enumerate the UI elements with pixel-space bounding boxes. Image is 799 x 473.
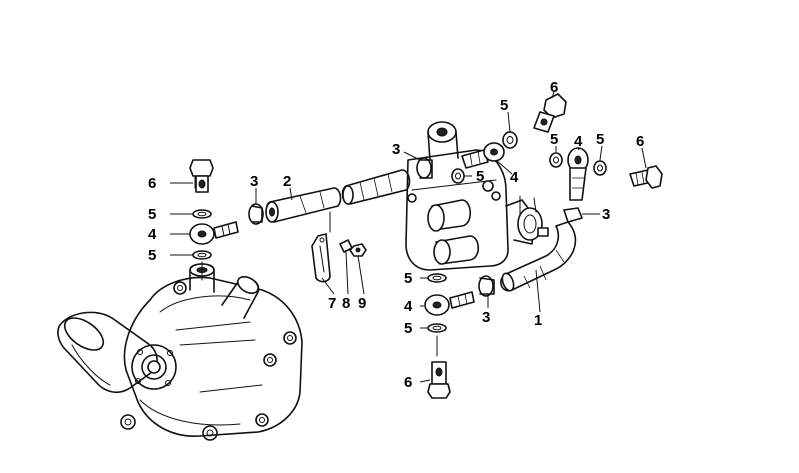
sealing-washer-lower-2	[427, 323, 447, 333]
thermostat-housing	[405, 121, 549, 271]
sealing-washer-top	[502, 131, 518, 149]
hex-nut	[349, 243, 367, 257]
hose-clamp-right	[563, 207, 583, 223]
sealing-washer-right-1	[549, 152, 563, 168]
callout-3-housing-clamp: 3	[392, 141, 400, 158]
callout-6-top-bolt: 6	[550, 79, 558, 96]
callout-5-center-washer: 5	[476, 168, 484, 185]
sealing-washer-center	[451, 168, 465, 184]
sealing-washer-upper-left	[192, 209, 212, 219]
banjo-bolt-right	[629, 165, 663, 189]
callout-1-hose: 1	[534, 312, 542, 329]
sealing-washer-lower-1	[427, 273, 447, 283]
callout-3-right-clamp: 3	[602, 206, 610, 223]
leader-lines	[170, 91, 647, 383]
coolant-hose-upper	[265, 169, 411, 223]
callout-4-center-banjo: 4	[510, 169, 519, 186]
callout-5-right-washer-2: 5	[596, 131, 604, 148]
callout-4-right-banjo: 4	[574, 133, 583, 150]
hose-clamp-lower	[478, 275, 495, 297]
banjo-bolt-top	[533, 93, 567, 133]
callout-labels: 6 5 4 5 3 2 7 8 9 3 5 4 5 6 5 4 5 6 3 1 …	[148, 79, 644, 391]
callout-3-lower-clamp: 3	[482, 309, 490, 326]
banjo-fitting-lower	[424, 291, 475, 316]
banjo-fitting-center	[461, 142, 505, 169]
hose-clamp-left	[248, 203, 264, 225]
callout-5-top-washer: 5	[500, 97, 508, 114]
banjo-fitting-left	[189, 221, 239, 245]
callout-6-right-bolt: 6	[636, 133, 644, 150]
callout-3-left-clamp: 3	[250, 173, 258, 190]
coolant-hose-lower	[500, 221, 577, 292]
callout-9-nut: 9	[358, 295, 366, 312]
callout-8-clip: 8	[342, 295, 350, 312]
callout-5-left-washer-upper: 5	[148, 206, 156, 223]
callout-7-bracket: 7	[328, 295, 336, 312]
callout-6-lower-bolt: 6	[404, 374, 412, 391]
hose-bracket	[311, 233, 331, 283]
callout-5-right-washer-1: 5	[550, 131, 558, 148]
callout-5-left-washer-lower: 5	[148, 247, 156, 264]
callout-2-hose: 2	[283, 173, 291, 190]
hose-clamp-housing	[416, 157, 433, 179]
callout-4-left-banjo: 4	[148, 226, 157, 243]
sealing-washer-lower-left	[192, 250, 212, 260]
banjo-bolt-left	[189, 159, 214, 193]
callout-5-lower-washer-1: 5	[404, 270, 412, 287]
callout-6-left-bolt: 6	[148, 175, 156, 192]
callout-5-lower-washer-2: 5	[404, 320, 412, 337]
sealing-washer-right-2	[593, 160, 607, 176]
callout-4-lower-banjo: 4	[404, 298, 413, 315]
banjo-bolt-lower	[427, 361, 451, 399]
banjo-fitting-right	[567, 147, 589, 201]
water-pump-housing	[57, 263, 303, 441]
